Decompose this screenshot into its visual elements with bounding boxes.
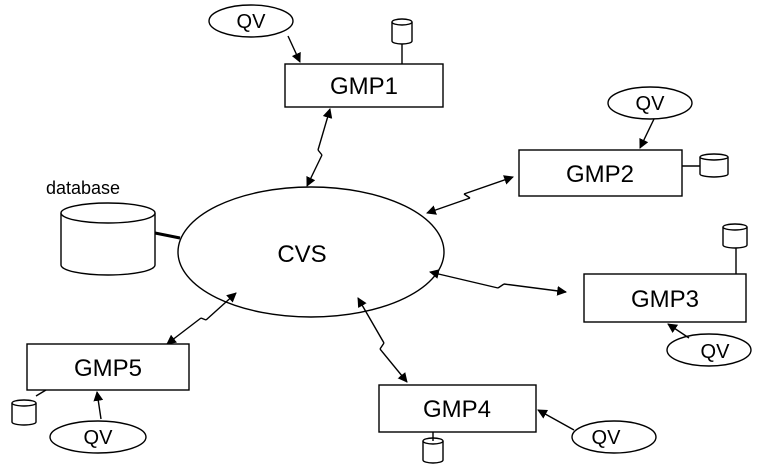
gmp1-qv-label: QV	[237, 11, 267, 33]
database-label: database	[46, 178, 120, 198]
database-icon	[60, 202, 156, 276]
gmp1-qv-arrow	[287, 35, 301, 63]
gmp2-cvs-link	[426, 175, 514, 215]
gmp5-label: GMP5	[74, 355, 142, 382]
gmp1-cvs-link	[306, 108, 333, 187]
gmp3-qv-label: QV	[701, 341, 731, 363]
gmp2-qv-label: QV	[636, 93, 666, 115]
gmp2-qv-arrow	[639, 118, 655, 149]
gmp3-box	[583, 273, 747, 323]
cvs-label: CVS	[277, 241, 326, 268]
gmp5-database-icon	[11, 399, 37, 426]
gmp2-label: GMP2	[566, 161, 634, 188]
gmp4-cvs-link	[357, 297, 408, 383]
gmp4-label: GMP4	[423, 396, 491, 423]
gmp2-box	[518, 149, 683, 197]
gmp1-label: GMP1	[330, 73, 398, 100]
gmp3-cvs-link	[429, 269, 567, 296]
database-connector	[154, 231, 181, 240]
gmp2-qv-node	[607, 86, 693, 120]
gmp1-box	[284, 63, 444, 108]
gmp2-database-icon	[699, 153, 729, 178]
gmp5-box	[26, 343, 190, 391]
gmp5-qv-arrow	[93, 391, 104, 420]
gmp1-database-icon	[391, 18, 413, 45]
gmp3-label: GMP3	[631, 286, 699, 313]
gmp4-qv-arrow	[537, 409, 575, 431]
gmp5-database-connector	[35, 389, 47, 397]
gmp4-qv-label: QV	[592, 427, 622, 449]
gmp4-qv-node	[571, 420, 657, 454]
gmp5-qv-label: QV	[84, 427, 114, 449]
gmp1-qv-node	[208, 4, 294, 38]
gmp4-database-icon	[422, 437, 444, 464]
gmp3-qv-arrow	[667, 323, 690, 339]
gmp5-qv-node	[49, 420, 147, 454]
gmp4-box	[378, 384, 537, 433]
gmp3-qv-node	[666, 333, 752, 367]
gmp3-database-icon	[722, 223, 748, 249]
gmp5-cvs-link	[166, 292, 237, 345]
cvs-server-node	[177, 186, 445, 318]
